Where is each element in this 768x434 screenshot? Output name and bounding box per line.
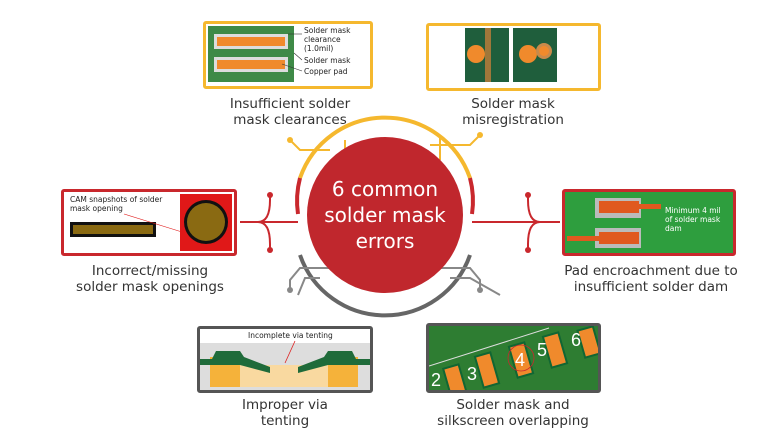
- annotation: Solder mask: [304, 56, 351, 65]
- annotation: Minimum 4 mil of solder mask dam: [665, 206, 721, 233]
- center-line-2: solder mask: [324, 203, 446, 227]
- center-title: 6 common solder mask errors: [307, 137, 463, 293]
- annotation: Copper pad: [304, 67, 348, 76]
- silkscreen-label: 3: [467, 364, 477, 384]
- center-line-1: 6 common: [331, 177, 439, 201]
- illustration-insufficient-clearance: Solder mask clearance (1.0mil) Solder ma…: [203, 21, 373, 89]
- silkscreen-label: 4: [515, 350, 525, 370]
- annotation: Solder mask clearance (1.0mil): [304, 26, 351, 53]
- silkscreen-label: 2: [431, 370, 441, 390]
- center-line-3: errors: [355, 229, 415, 253]
- illustration-via-tenting: Incomplete via tenting: [197, 326, 373, 393]
- annotation: CAM snapshots of solder mask opening: [70, 195, 163, 213]
- illustration-missing-openings: CAM snapshots of solder mask opening: [61, 189, 237, 256]
- illustration-misregistration: [426, 23, 601, 91]
- annotation: Incomplete via tenting: [248, 331, 333, 340]
- silkscreen-label: 5: [537, 340, 547, 360]
- silkscreen-label: 6: [571, 330, 581, 350]
- illustration-pad-encroachment: Minimum 4 mil of solder mask dam: [562, 189, 736, 256]
